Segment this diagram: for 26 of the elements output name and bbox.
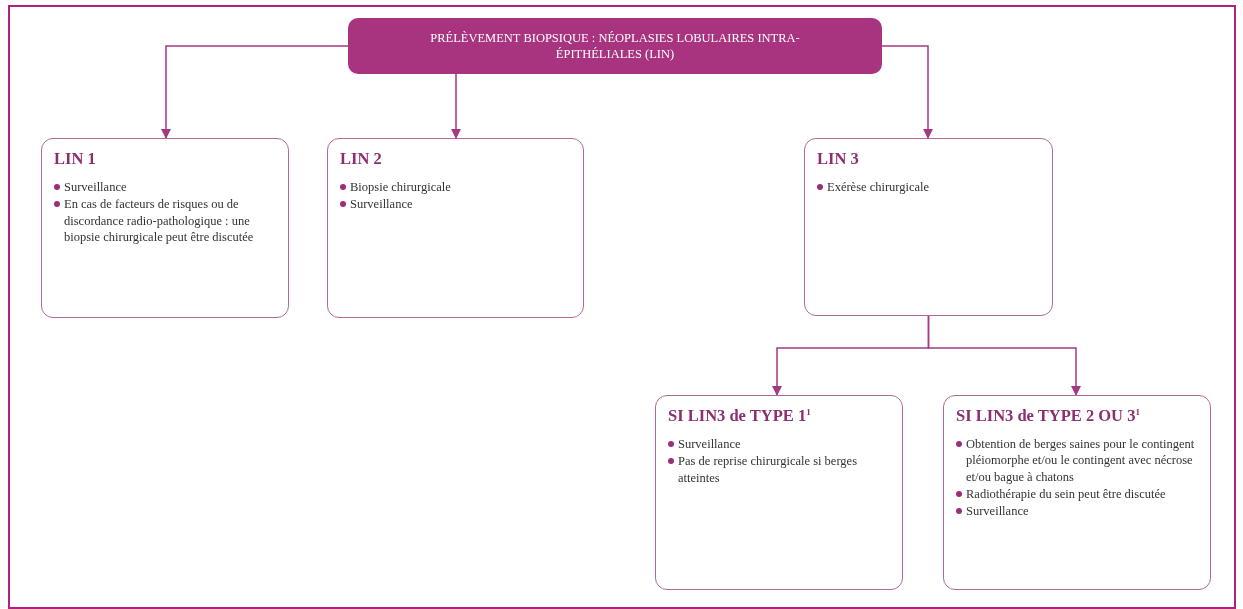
- process-box: [41, 138, 289, 318]
- bullet-text: Biopsie chirurgicale: [350, 179, 451, 196]
- box-heading: LIN 2: [340, 149, 383, 169]
- bullet-text: En cas de facteurs de risques ou de discordance radio-pathologique : une biopsie chirurgicale peut être discutée: [64, 196, 255, 245]
- arrow: [881, 45, 933, 139]
- bullet-text: Pas de reprise chirurgicale si berges atteintes: [678, 453, 858, 486]
- box-heading: SI LIN3 de TYPE 1$^{1}$: [668, 406, 812, 426]
- arrow: [927, 315, 1081, 396]
- process-box: [655, 395, 903, 590]
- bullet-text: Exérèse chirurgicale: [827, 179, 930, 196]
- arrow: [451, 73, 461, 139]
- process-box: [327, 138, 584, 318]
- box-heading: LIN 1: [54, 149, 97, 169]
- bullet-text: Surveillance: [678, 436, 741, 453]
- header-box: [348, 18, 882, 74]
- box-heading: LIN 3: [817, 149, 860, 169]
- bullet-text: Radiothérapie du sein peut être discutée: [966, 485, 1166, 502]
- bullet-text: Surveillance: [350, 196, 413, 213]
- box-heading: SI LIN3 de TYPE 2 OU 3$^{1}$: [956, 406, 1141, 426]
- bullet-text: Surveillance: [966, 503, 1029, 520]
- bullet-text: Obtention de berges saines pour le contingent pléiomorphe et/ou le contingent avec nécrose et/ou bague à chatons: [966, 436, 1196, 485]
- bullet-text: Surveillance: [64, 179, 127, 196]
- process-box: [943, 395, 1211, 590]
- process-box: [804, 138, 1053, 316]
- arrow: [161, 45, 349, 139]
- header-text: PRÉLÈVEMENT BIOPSIQUE : NÉOPLASIES LOBULAIRES INTRA-ÉPITHÉLIALES (LIN): [429, 29, 801, 63]
